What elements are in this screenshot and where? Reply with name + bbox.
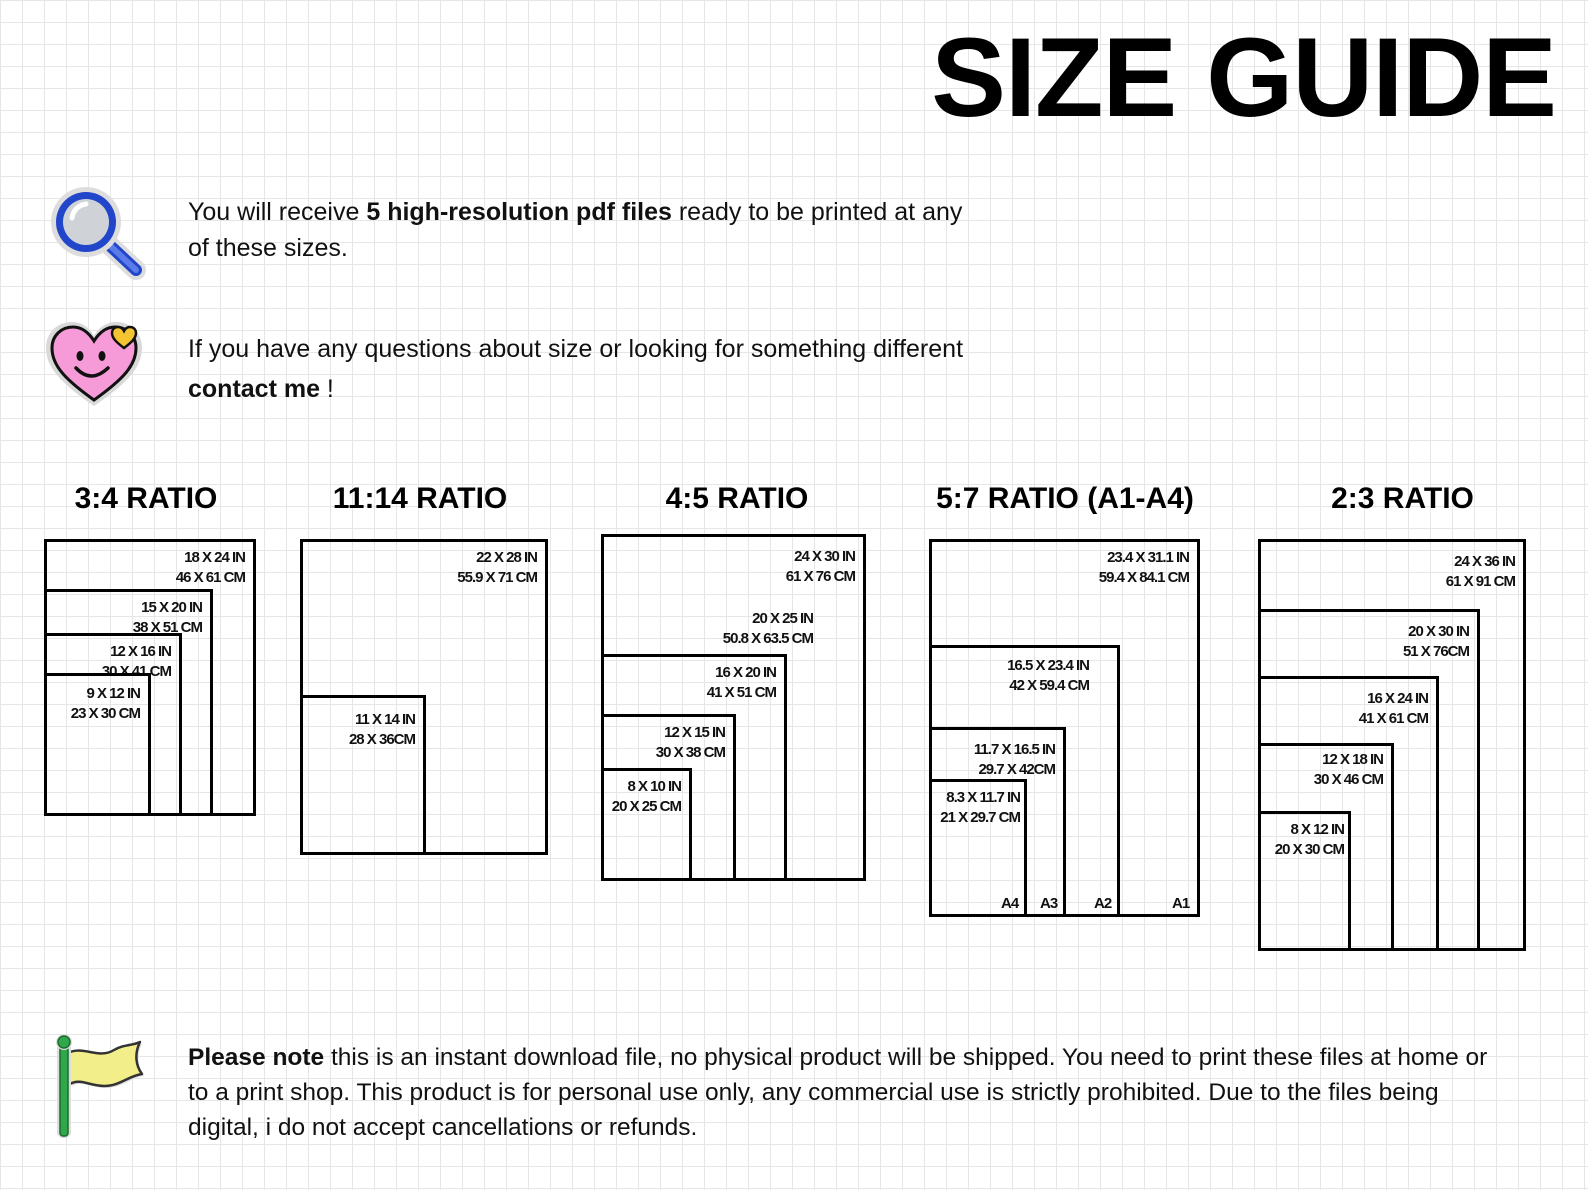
- ratio-title: 5:7 RATIO (A1-A4): [936, 482, 1194, 515]
- ratio-title: 4:5 RATIO: [665, 482, 809, 515]
- a-size-label: A4: [1001, 895, 1019, 912]
- page-title: SIZE GUIDE: [931, 15, 1557, 140]
- smiley-heart-icon: [46, 322, 142, 406]
- ratio-title: 11:14 RATIO: [332, 482, 508, 515]
- a-size-label: A3: [1040, 895, 1058, 912]
- note-text: Please note this is an instant download …: [188, 1044, 1488, 1142]
- magnifier-icon: [51, 187, 146, 280]
- intro-text: You will receive 5 high-resolution pdf f…: [188, 198, 963, 263]
- a-size-label: A1: [1172, 895, 1190, 912]
- contact-text: If you have any questions about size or …: [188, 335, 964, 403]
- flag-icon: [56, 1034, 144, 1138]
- a-size-label: A2: [1094, 895, 1112, 912]
- ratio-title: 3:4 RATIO: [74, 482, 218, 515]
- ratio-title: 2:3 RATIO: [1331, 482, 1474, 515]
